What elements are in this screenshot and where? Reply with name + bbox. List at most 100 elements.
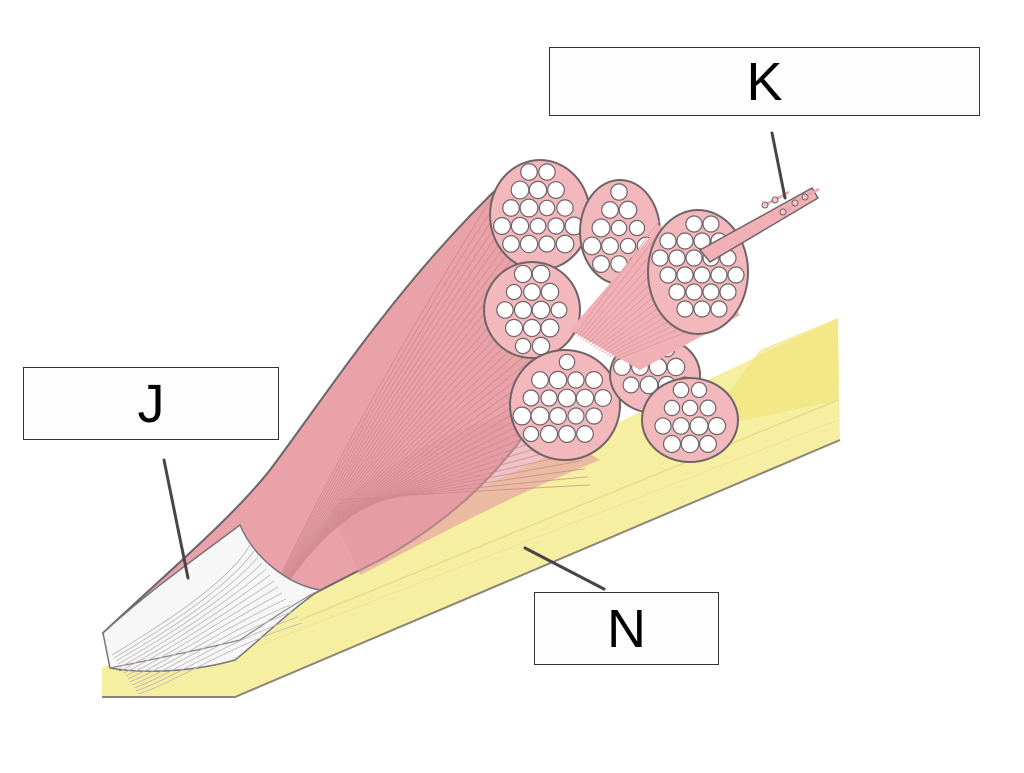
muscle-fiber — [710, 300, 728, 318]
muscle-fiber — [672, 381, 690, 399]
muscle-fiber — [610, 183, 628, 201]
label-k-text: K — [746, 51, 783, 112]
muscle-fiber — [538, 163, 556, 181]
muscle-fiber — [654, 417, 672, 435]
muscle-fiber — [558, 425, 576, 443]
muscle-fiber — [619, 237, 637, 255]
myofibril — [779, 208, 787, 216]
muscle-fiber — [702, 283, 720, 301]
muscle-fiber — [510, 216, 530, 236]
muscle-fiber — [547, 217, 565, 235]
leader-line-n — [523, 546, 606, 591]
muscle-fiber — [676, 266, 694, 284]
muscle-fiber — [556, 199, 574, 217]
muscle-fiber — [676, 300, 694, 318]
myofibril — [771, 196, 779, 204]
muscle-fiber — [496, 301, 514, 319]
muscle-fiber — [523, 283, 541, 301]
muscle-fiber — [550, 301, 568, 319]
muscle-fiber — [685, 249, 703, 267]
muscle-fiber — [689, 416, 709, 436]
fascicle-cross-section — [509, 349, 621, 461]
muscle-fiber — [663, 399, 681, 417]
muscle-fiber — [668, 283, 686, 301]
muscle-fiber — [710, 266, 728, 284]
muscle-fiber — [504, 318, 524, 338]
muscle-fiber — [549, 407, 567, 425]
label-n-text: N — [607, 598, 646, 659]
muscle-fiber — [585, 407, 603, 425]
muscle-fiber — [659, 232, 677, 250]
muscle-fiber — [505, 283, 523, 301]
muscle-fiber — [618, 200, 638, 220]
muscle-fiber — [531, 264, 551, 284]
muscle-fiber — [699, 399, 717, 417]
muscle-fiber — [622, 376, 640, 394]
muscle-fiber — [531, 300, 551, 320]
muscle-fiber — [520, 163, 538, 181]
muscle-fiber — [575, 388, 595, 408]
muscle-fiber — [538, 199, 556, 217]
muscle-fiber — [557, 388, 577, 408]
muscle-fiber — [493, 217, 511, 235]
muscle-fiber — [668, 249, 686, 267]
muscle-fiber — [530, 406, 550, 426]
muscle-fiber — [567, 407, 585, 425]
leader-line-k — [770, 131, 787, 200]
extended-fascicle — [570, 186, 820, 370]
leader-line-j — [162, 458, 190, 580]
leader-lines — [162, 131, 787, 591]
label-box-j[interactable]: J — [23, 367, 279, 440]
muscle-fiber — [585, 371, 603, 389]
muscle-fiber — [698, 434, 718, 454]
muscle-fiber — [685, 215, 703, 233]
muscle-fiber — [502, 235, 520, 253]
muscle-fiber — [522, 389, 540, 407]
label-box-k[interactable]: K — [549, 47, 980, 116]
myofibril — [801, 193, 809, 201]
muscle-fiber — [538, 235, 556, 253]
muscle-fiber — [651, 249, 669, 267]
muscle-fiber — [601, 201, 619, 219]
muscle-fiber — [582, 236, 602, 256]
muscle-fiber — [591, 218, 611, 238]
muscle-fiber — [548, 370, 568, 390]
muscle-fiber — [502, 199, 520, 217]
muscle-fiber — [610, 219, 628, 237]
label-box-n[interactable]: N — [534, 592, 719, 665]
muscle-fiber — [628, 219, 646, 237]
muscle-fiber — [662, 434, 682, 454]
muscle-fiber — [510, 180, 530, 200]
muscle-fiber — [519, 234, 539, 254]
muscle-fiber — [558, 353, 576, 371]
muscle-fiber — [540, 389, 558, 407]
muscle-fiber — [672, 417, 690, 435]
muscle-fiber — [576, 425, 594, 443]
muscle-fiber — [513, 300, 533, 320]
muscle-fiber — [702, 215, 720, 233]
fascicle-cross-section — [483, 261, 581, 359]
muscle-fiber — [690, 381, 708, 399]
muscle-fiber — [555, 234, 575, 254]
muscle-fiber — [514, 337, 532, 355]
muscle-fiber — [680, 434, 700, 454]
fascicle-cross-section — [489, 159, 591, 271]
muscle-fiber — [519, 198, 539, 218]
muscle-fiber — [592, 255, 610, 273]
muscle-fiber — [567, 371, 585, 389]
muscle-fiber — [512, 406, 532, 426]
muscle-fiber — [719, 283, 737, 301]
muscle-fiber — [639, 375, 659, 395]
myofibril — [791, 199, 799, 207]
muscle-fiber — [547, 181, 565, 199]
muscle-fiber — [539, 424, 559, 444]
muscle-fiber — [594, 389, 612, 407]
muscle-fiber — [693, 266, 711, 284]
muscle-fiber — [693, 300, 711, 318]
tendon — [102, 523, 322, 695]
muscle-fiber — [522, 318, 542, 338]
muscle-fiber — [513, 264, 533, 284]
muscle-fiber — [676, 232, 694, 250]
